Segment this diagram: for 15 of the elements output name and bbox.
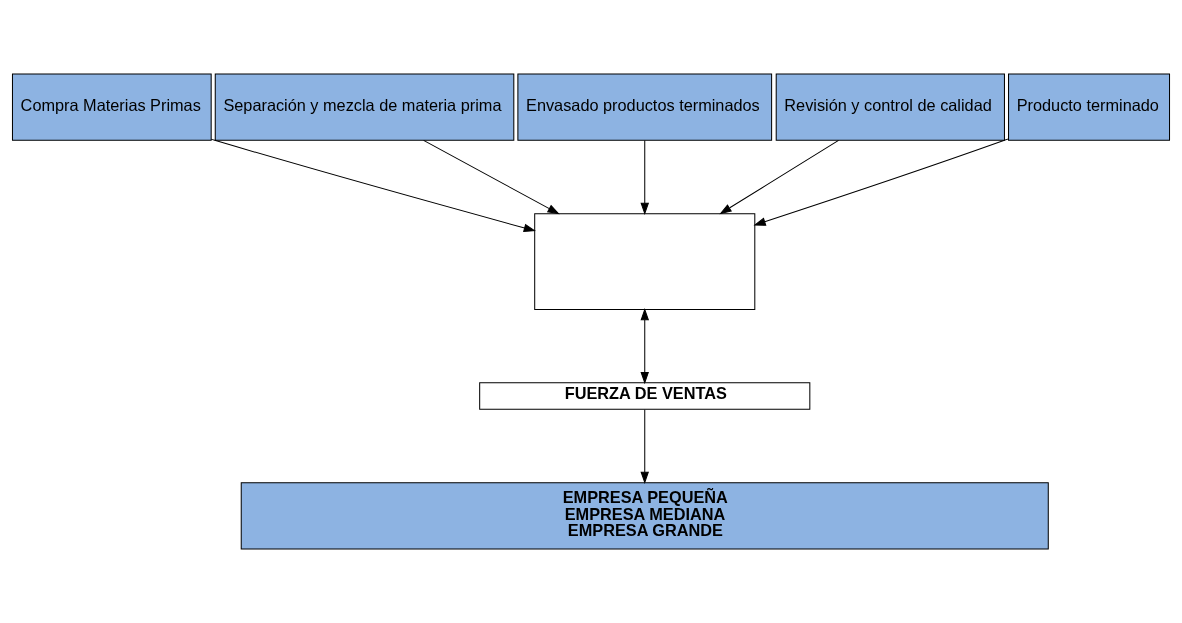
node-box: Compra Materias Primas	[11, 73, 212, 141]
arrow	[640, 308, 650, 385]
arrow	[640, 140, 650, 216]
arrow	[753, 138, 1009, 226]
node-box: Separación y mezcla de materia prima	[214, 73, 515, 141]
node-box: FUERZA DE VENTAS	[479, 382, 811, 410]
node-box: EMPRESA PEQUEÑA EMPRESA MEDIANA EMPRESA GRANDE	[240, 482, 1049, 550]
arrow	[719, 139, 840, 215]
node-box: Producto terminado	[1008, 73, 1171, 141]
node-box: Envasado productos terminados	[517, 73, 773, 141]
arrow	[210, 138, 536, 232]
arrow	[640, 409, 650, 484]
arrow	[423, 139, 560, 215]
node-box: Revisión y control de calidad	[775, 73, 1005, 141]
node-box	[534, 213, 756, 310]
